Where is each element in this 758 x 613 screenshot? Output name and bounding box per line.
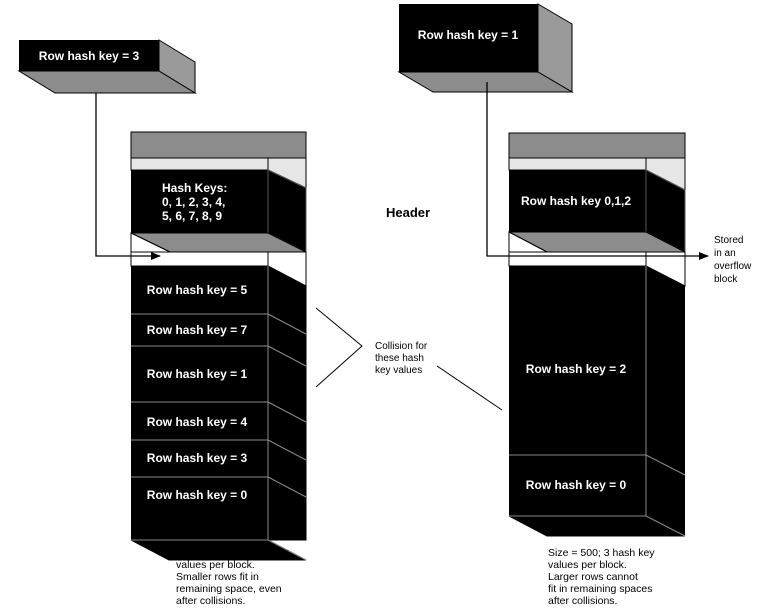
right-note-line: Larger rows cannot xyxy=(548,571,638,583)
right-data-block: Row hash key 0,1,2 Row hash key = 2 Row … xyxy=(508,132,686,537)
right-header-row-label: Row hash key 0,1,2 xyxy=(521,194,631,208)
left-row-tag: Row hash key = 3 xyxy=(17,39,197,94)
hash-keys-line-2: 5, 6, 7, 8, 9 xyxy=(162,209,222,223)
right-row-tag: Row hash key = 1 xyxy=(397,3,574,93)
collision-text: these hash xyxy=(375,353,424,364)
left-data-block: Hash Keys: 0, 1, 2, 3, 4, 5, 6, 7, 8, 9 … xyxy=(130,131,307,561)
left-note-line: Smaller rows fit in xyxy=(176,571,259,583)
right-note-line: after collisions. xyxy=(548,595,617,607)
collision-callout: Collision for these hash key values xyxy=(315,307,503,411)
left-note-line: remaining space, even xyxy=(176,583,282,595)
overflow-text: overflow xyxy=(714,261,752,272)
right-note-line: values per block. xyxy=(548,559,627,571)
right-note-line: Size = 500; 3 hash key xyxy=(548,547,655,559)
header-label: Header xyxy=(386,205,430,220)
overflow-text: block xyxy=(714,274,738,285)
right-tag-label: Row hash key = 1 xyxy=(418,28,519,42)
left-tag-label: Row hash key = 3 xyxy=(39,49,140,63)
left-connector-arrow xyxy=(95,93,161,260)
overflow-text: Stored xyxy=(714,235,743,246)
left-row-label: Row hash key = 3 xyxy=(147,451,248,465)
right-note-line: fit in remaining spaces xyxy=(548,583,652,595)
right-connector-arrow xyxy=(486,82,709,260)
right-row-separators xyxy=(509,266,686,537)
overflow-note: Stored in an overflow block xyxy=(714,235,752,285)
hash-keys-line-1: 0, 1, 2, 3, 4, xyxy=(162,195,225,209)
left-row-label: Row hash key = 0 xyxy=(147,488,248,502)
left-row-separators xyxy=(131,266,307,561)
left-row-label: Row hash key = 4 xyxy=(147,415,248,429)
left-note-line: after collisions. xyxy=(176,595,245,607)
overflow-text: in an xyxy=(714,248,736,259)
right-row-label: Row hash key = 0 xyxy=(526,478,627,492)
left-row-label: Row hash key = 1 xyxy=(147,367,248,381)
collision-text: key values xyxy=(375,365,422,376)
right-size-note: Size = 500; 3 hash key values per block.… xyxy=(548,547,655,607)
left-row-label: Row hash key = 5 xyxy=(147,283,248,297)
left-size-note: Size = 160; 12 hash key values per block… xyxy=(176,547,289,607)
left-note-line: Size = 160; 12 hash key xyxy=(176,547,289,559)
right-row-label: Row hash key = 2 xyxy=(526,362,627,376)
left-row-label: Row hash key = 7 xyxy=(147,323,248,337)
hash-keys-title: Hash Keys: xyxy=(162,181,227,195)
left-note-line: values per block. xyxy=(176,559,255,571)
collision-text: Collision for xyxy=(375,341,428,352)
